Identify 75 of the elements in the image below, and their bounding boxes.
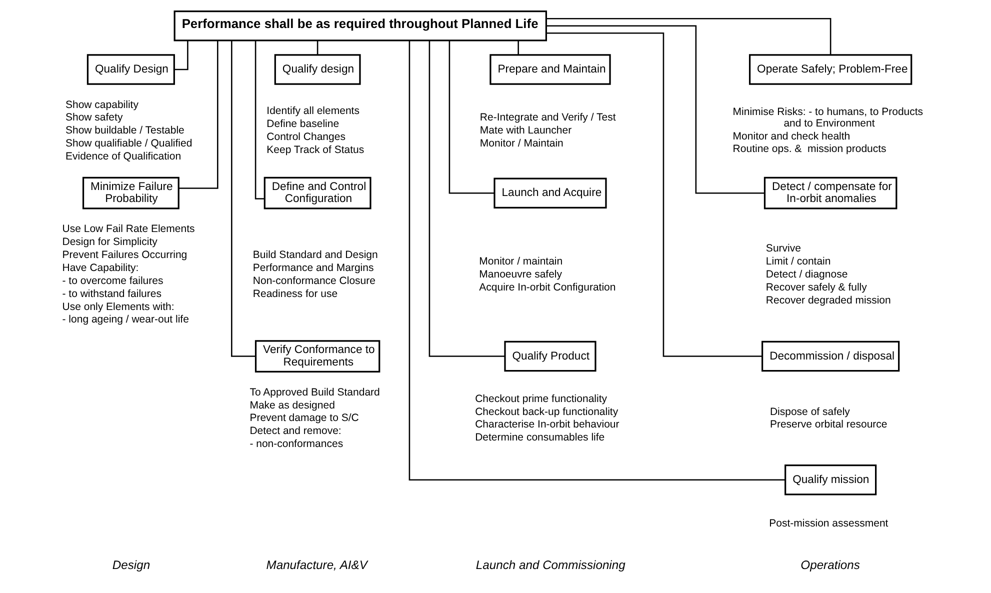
connector bbox=[518, 40, 519, 55]
node-label: Have Capability: bbox=[62, 262, 139, 274]
node-label: Monitor / maintain bbox=[479, 256, 563, 268]
node-label: - long ageing / wear-out life bbox=[62, 314, 189, 326]
node-label: Show qualifiable / Qualified bbox=[66, 138, 192, 150]
node-label: - to overcome failures bbox=[62, 274, 164, 287]
node-label: Make as designed bbox=[250, 399, 335, 412]
connector bbox=[546, 18, 832, 55]
node-label: Show safety bbox=[66, 112, 123, 124]
connector bbox=[428, 40, 505, 357]
node-box: Prepare and Maintain bbox=[490, 54, 611, 85]
node-label: Use Low Fail Rate Elements bbox=[62, 223, 195, 236]
node-label: Post-mission assessment bbox=[769, 517, 888, 530]
node-label: Detect / diagnose bbox=[766, 268, 848, 280]
node-label: Prevent Failures Occurring bbox=[62, 249, 188, 262]
node-label: Monitor and check health bbox=[732, 130, 850, 142]
node-label: Dispose of safely bbox=[770, 406, 850, 418]
label: Launch and Commissioning bbox=[476, 558, 626, 572]
node-box: Operate Safely; Problem-Free bbox=[748, 54, 912, 85]
node-label: Show buildable / Testable bbox=[66, 124, 184, 137]
node-label: Manoeuvre safely bbox=[479, 268, 562, 280]
node-box: Launch and Acquire bbox=[494, 178, 607, 208]
node-box: Qualify Product bbox=[504, 340, 596, 372]
node-label: Minimise Risks: - to humans, to Products and to Environment bbox=[732, 106, 924, 130]
node-label: Performance and Margins bbox=[252, 262, 374, 274]
label: Design bbox=[112, 558, 150, 572]
node-label: Acquire In-orbit Configuration bbox=[479, 281, 616, 294]
node-label: Survive bbox=[766, 242, 801, 255]
node-label: Design for Simplicity bbox=[62, 236, 158, 248]
node-label: Determine consumables life bbox=[475, 432, 605, 444]
node-label: Show capability bbox=[66, 98, 138, 111]
node-box: Qualify mission bbox=[784, 464, 877, 496]
node-label: Characterise In-orbit behaviour bbox=[475, 418, 620, 431]
node-label: Readiness for use bbox=[252, 288, 338, 300]
connector bbox=[316, 40, 318, 55]
node-label: Re-Integrate and Verify / Test bbox=[480, 112, 616, 124]
node-label: Preserve orbital resource bbox=[770, 418, 888, 431]
node-label: To Approved Build Standard bbox=[250, 386, 380, 398]
node-label: Evidence of Qualification bbox=[66, 150, 182, 162]
node-box: Performance shall be as required throughout Planned Life bbox=[174, 10, 547, 42]
node-label: Control Changes bbox=[266, 131, 346, 144]
node-box: Qualify design bbox=[274, 54, 361, 85]
node-box: Verify Conformance to Requirements bbox=[254, 340, 380, 372]
label: Manufacture, AI&V bbox=[266, 558, 368, 572]
node-label: Checkout back-up functionality bbox=[475, 406, 618, 418]
node-label: Mate with Launcher bbox=[480, 124, 572, 137]
node-box: Qualify Design bbox=[86, 54, 175, 85]
node-label: Detect and remove: bbox=[250, 425, 342, 438]
node-label: Limit / contain bbox=[766, 256, 831, 268]
connector bbox=[408, 40, 786, 481]
node-label: Recover safely & fully bbox=[766, 281, 867, 294]
node-label: Identify all elements bbox=[266, 105, 360, 118]
node-box: Detect / compensate for In-orbit anomalies bbox=[764, 176, 898, 210]
connector bbox=[546, 32, 762, 357]
connector bbox=[546, 25, 764, 194]
node-label: - non-conformances bbox=[250, 438, 344, 450]
node-label: Prevent damage to S/C bbox=[250, 412, 359, 424]
node-box: Minimize Failure Probability bbox=[82, 176, 180, 210]
node-box: Decommission / disposal bbox=[762, 340, 900, 372]
node-label: Keep Track of Status bbox=[266, 144, 364, 156]
node-label: Define baseline bbox=[266, 118, 340, 130]
node-label: Recover degraded mission bbox=[766, 294, 891, 306]
node-label: Checkout prime functionality bbox=[475, 392, 608, 405]
node-label: Monitor / Maintain bbox=[480, 138, 564, 150]
node-label: Non-conformance Closure bbox=[252, 274, 376, 287]
node-label: Use only Elements with: bbox=[62, 300, 174, 313]
connector bbox=[448, 40, 494, 194]
connector bbox=[231, 40, 256, 357]
node-label: Routine ops. & mission products bbox=[732, 143, 886, 156]
connector bbox=[254, 40, 264, 200]
connector bbox=[178, 40, 218, 189]
node-box: Define and Control Configuration bbox=[264, 176, 372, 210]
node-label: Build Standard and Design bbox=[252, 249, 378, 262]
label: Operations bbox=[800, 558, 860, 572]
node-label: - to withstand failures bbox=[62, 288, 162, 300]
